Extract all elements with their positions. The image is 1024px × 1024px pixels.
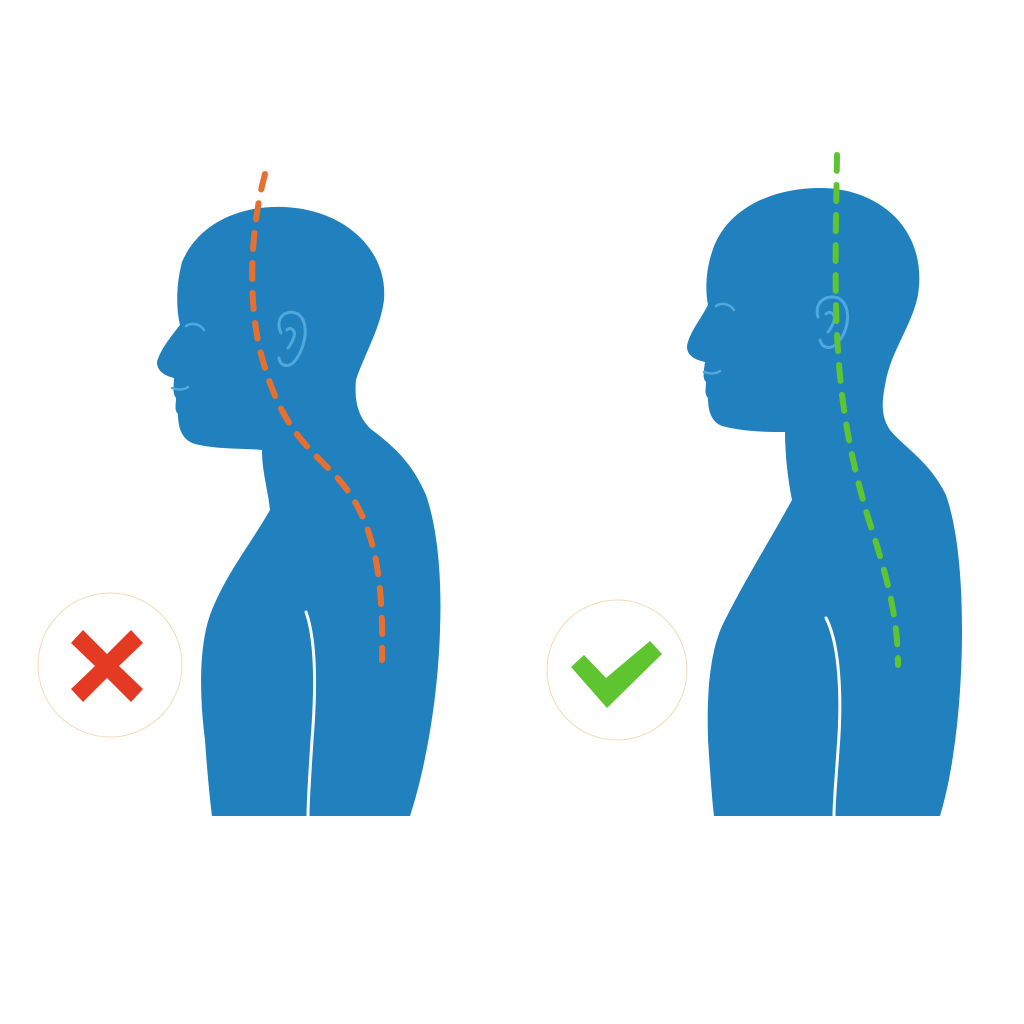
bad-posture-panel [37,171,441,818]
checkmark-icon [571,641,662,708]
bad-arm-line [304,610,316,818]
incorrect-badge [37,592,183,738]
good-ear-outline [815,295,849,349]
bad-spine-line [249,171,386,663]
bad-eye-line [184,322,206,332]
good-spine-line [832,152,901,668]
good-arm-line [824,616,842,818]
bad-mouth-line [170,385,190,391]
bad-posture-silhouette [157,206,441,817]
good-mouth-line [702,369,722,375]
good-posture-silhouette [687,188,962,816]
good-eye-line [714,302,736,312]
good-posture-panel [546,152,962,818]
correct-badge [546,599,688,741]
bad-ear-outline [277,310,307,367]
cross-icon [71,630,143,702]
bad-ear-inner [285,326,296,350]
